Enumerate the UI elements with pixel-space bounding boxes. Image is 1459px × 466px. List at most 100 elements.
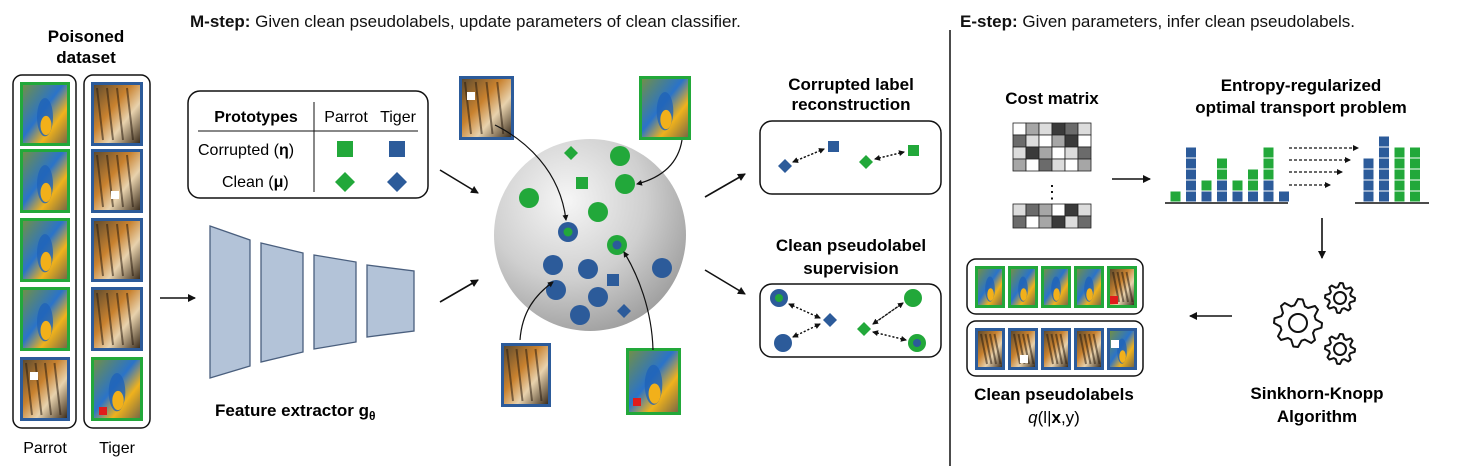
cost-matrix-cell [1051, 134, 1066, 148]
dataset-tiger-image-3-stripe [96, 223, 104, 277]
cost-matrix-cell [1025, 158, 1040, 172]
prototypes-row-corrupted: Corrupted (η) [198, 142, 294, 159]
dataset-parrot-image-2-bird-belly [40, 182, 52, 203]
cost-matrix-cell [1012, 203, 1027, 217]
cost-matrix-cell [1038, 134, 1053, 148]
corrupted-title-line2: reconstruction [791, 95, 910, 114]
clean-tiger-diamond [387, 172, 407, 192]
ot-right-bar-cell [1362, 157, 1375, 170]
ot-left-bar-cell [1262, 157, 1275, 170]
cost-matrix-cell [1077, 146, 1092, 160]
dataset-tiger-image-5 [91, 357, 143, 421]
ot-left-bar-cell [1262, 179, 1275, 192]
ot-left-bar-cell [1216, 179, 1228, 192]
gear-icon [1273, 282, 1356, 365]
ot-right-bar-cell [1378, 135, 1390, 148]
pseudolabel-tiger-image-5 [1107, 328, 1137, 370]
dataset-parrot-image-5 [20, 357, 70, 421]
blue-point [578, 259, 598, 279]
arrow-tiger-top-to-point [494, 124, 569, 221]
estep-heading: E-step: Given parameters, infer clean ps… [960, 12, 1355, 31]
cost-matrix-cell [1051, 122, 1066, 136]
dataset-tiger-image-3-stripe [106, 223, 114, 277]
sphere-input-tiger-top-trigger-patch [467, 92, 475, 100]
sinkhorn-title-line1: Sinkhorn-Knopp [1250, 384, 1383, 403]
cost-matrix-cell [1038, 215, 1053, 229]
clean-sup-blue-point-top-core [775, 294, 783, 302]
blue-point [546, 280, 566, 300]
pseudolabel-parrot-image-4 [1074, 266, 1104, 308]
gear-small-top-icon [1324, 282, 1356, 314]
pseudolabel-images [975, 266, 1137, 370]
dataset-tiger-image-5-trigger-patch [99, 407, 107, 415]
dataset-tiger-image-1 [91, 82, 143, 146]
dataset-parrot-image-4 [20, 287, 70, 351]
arrow-extractor-to-sphere [439, 279, 479, 303]
cost-matrix-ellipsis: ⋮ [1043, 182, 1061, 202]
feature-layer-1 [209, 225, 251, 379]
ot-right-bar-cell [1393, 146, 1406, 159]
sphere-input-tiger-bottom-stripe [506, 348, 514, 402]
dataset-parrot-image-3-bird-belly [40, 251, 52, 272]
cost-matrix-cell [1064, 146, 1079, 160]
dataset-title-line1: Poisoned [48, 27, 125, 46]
prototypes-header: Prototypes [214, 109, 298, 126]
ot-right-bar-cell [1409, 168, 1421, 181]
cost-matrix-cell [1077, 215, 1092, 229]
clean-sup-title-line1: Clean pseudolabel [776, 236, 926, 255]
dataset-parrot-image-1 [20, 82, 70, 146]
arrow-sphere-to-corrupted [704, 173, 746, 198]
green-square-point [576, 177, 588, 189]
dataset-tiger-image-2 [91, 149, 143, 213]
cost-matrix-cell [1064, 158, 1079, 172]
pseudolabel-parrot-image-5 [1107, 266, 1137, 308]
pseudolabel-tiger-image-3-stripe [1059, 333, 1068, 365]
clean-sup-green-point-bottom-core [913, 339, 921, 347]
cost-matrix-cell [1038, 158, 1053, 172]
sphere-input-tiger-top [459, 76, 514, 140]
dataset-tiger-image-3 [91, 218, 143, 282]
ot-left-bar-cell [1216, 157, 1228, 170]
sphere-input-tiger-bottom-stripe [534, 348, 543, 402]
feature-extractor-label: Feature extractor gθ [215, 401, 376, 423]
pseudolabel-parrot-image-5-stripe [1116, 271, 1125, 303]
dataset-parrot-image-5-stripe [53, 362, 62, 416]
prototypes-col-parrot: Parrot [324, 109, 368, 126]
parrot-column-frame [12, 74, 77, 429]
pseudolabel-tiger-image-3-stripe [1055, 333, 1063, 365]
ot-right-bar-cell [1378, 190, 1390, 203]
pseudolabel-parrot-image-5-stripe [1125, 271, 1134, 303]
cost-matrix-cell [1064, 215, 1079, 229]
arrow-parrot-top-to-point [636, 139, 683, 186]
corrupted-box-green-arrow-back [874, 151, 905, 161]
prototypes-row-clean: Clean (μ) [222, 174, 289, 191]
dataset-images [20, 82, 143, 421]
ot-left-bar-cell [1185, 146, 1197, 159]
ot-title-line1: Entropy-regularized [1221, 76, 1382, 95]
dataset-tiger-image-4-stripe [126, 292, 134, 346]
cost-matrix-grid [1012, 122, 1092, 229]
dataset-tiger-image-5-bird-belly [112, 390, 124, 411]
ot-right-bar-cell [1378, 157, 1390, 170]
ot-left-bar-cell [1247, 168, 1259, 181]
cost-matrix-cell [1077, 158, 1092, 172]
mstep-heading: M-step: Given clean pseudolabels, update… [190, 12, 741, 31]
sphere-input-parrot-bottom-bird-belly [648, 383, 661, 404]
ot-right-bar-cell [1362, 168, 1375, 181]
corrupted-box-blue-square [828, 141, 839, 152]
clean-sup-blue-diamond [823, 313, 837, 327]
green-point [588, 202, 608, 222]
dataset-parrot-image-5-stripe [34, 362, 43, 416]
cost-matrix-cell [1025, 146, 1040, 160]
dataset-parrot-image-4-bird-belly [40, 320, 52, 341]
pseudolabels-formula: q(l|x,y) [1028, 408, 1080, 427]
pseudolabel-tiger-image-2-stripe [1013, 333, 1021, 365]
green-diamond-point [564, 146, 578, 160]
cost-matrix-cell [1012, 215, 1027, 229]
cost-matrix-cell [1077, 122, 1092, 136]
cost-matrix-cell [1064, 122, 1079, 136]
dataset-parrot-image-5-stripe [25, 362, 33, 416]
sphere-input-parrot-bottom [626, 348, 681, 415]
pseudolabel-tiger-image-1-stripe [989, 333, 997, 365]
